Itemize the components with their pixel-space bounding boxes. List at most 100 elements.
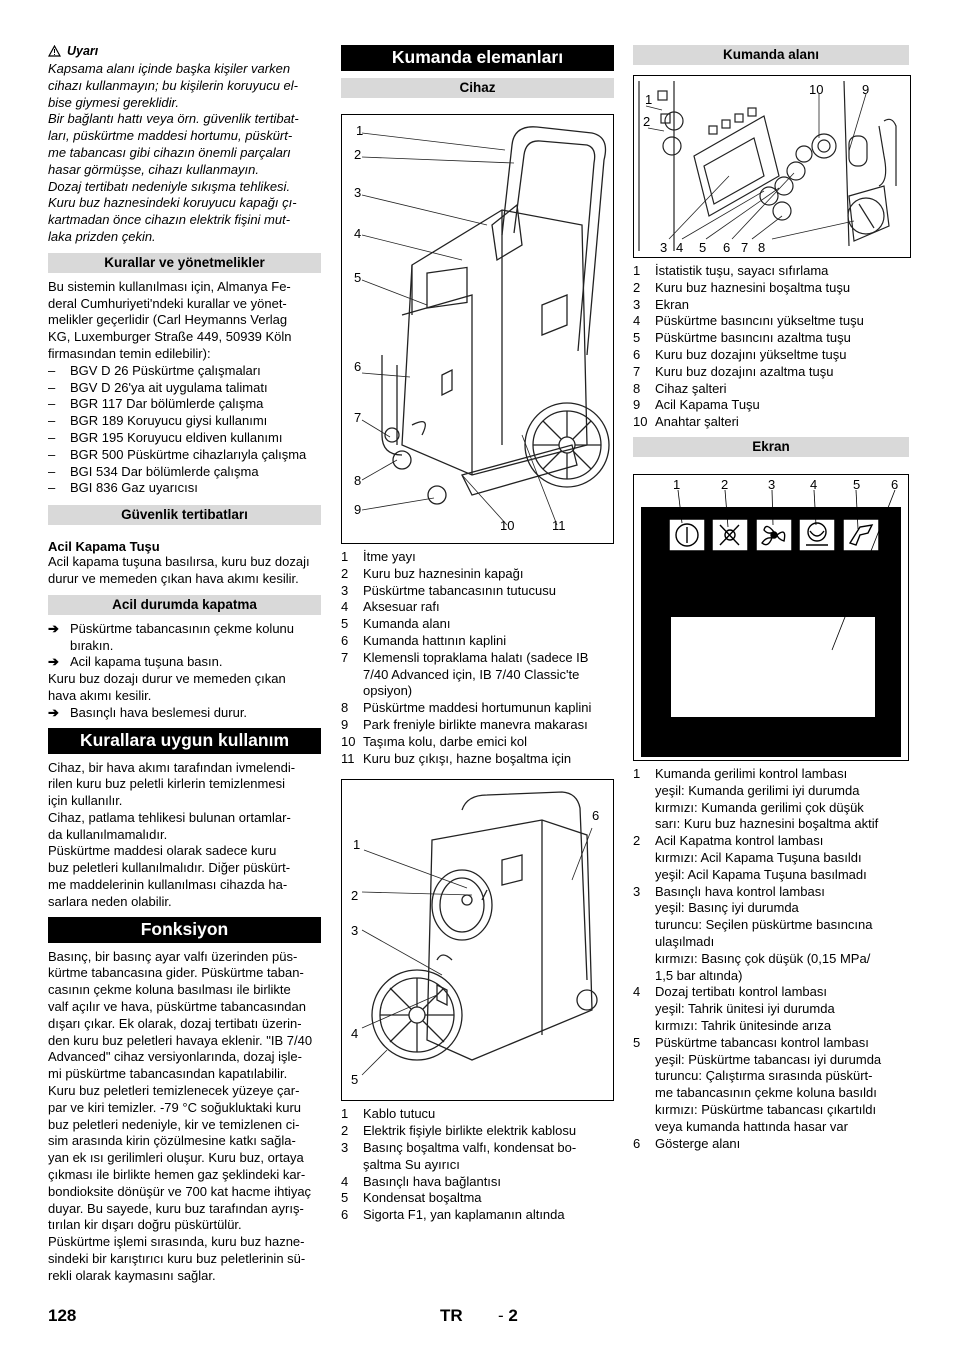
function-text: Basınç, bir basınç ayar valfı üzerinden …	[48, 949, 321, 1285]
screen-item-detail-text: yeşil: Kumanda gerilimi iyi durumda	[655, 782, 860, 798]
screen-item-detail: 1,5 bar altında)	[633, 968, 909, 985]
screen-item-detail-text: kırmızı: Kumanda gerilimi çok düşük	[655, 799, 864, 815]
rules-list-text: BGR 500 Püskürtme cihazlarıyla çalışma	[70, 446, 307, 462]
proper-use-line: Cihaz, bir hava akımı tarafından ivmelen…	[48, 759, 296, 775]
function-line: kürtme tabancasına gider. Püskürtme taba…	[48, 965, 304, 981]
device-front-drawing	[361, 126, 610, 526]
rules-list-text: BGV D 26 Püskürtme çalışmaları	[70, 362, 261, 378]
panel-label-1: 1	[645, 92, 653, 107]
panel-label-9: 9	[862, 82, 870, 97]
device-front-figure: 1 2 3 4 5 6 7 8 9 10 11	[341, 114, 614, 544]
proper-use-line: buz peletleri kullanılmalıdır. Diğer püs…	[48, 860, 291, 876]
device-rear-part-number: 6	[341, 1207, 349, 1223]
device-part-number: 8	[341, 700, 349, 716]
language-code: TR	[440, 1306, 463, 1325]
rules-list-text: BGI 836 Gaz uyarıcısı	[70, 480, 198, 496]
device-rear-part-line: şaltma Su ayırıcı	[363, 1156, 460, 1172]
panel-label-7: 7	[741, 240, 749, 255]
device-rear-part-text: Kablo tutucu	[363, 1106, 435, 1123]
function-line: dışarı çıkar. Ek olarak, dozaj tertibatı…	[48, 1015, 302, 1031]
arrow-icon: ➔	[48, 620, 59, 636]
function-line: mi püskürtme tabancasından kapatılabilir…	[48, 1066, 288, 1082]
proper-use-line: Cihaz, patlama tehlikesi bulunan ortamla…	[48, 809, 291, 825]
screen-item-detail: veya kumanda hattında hasar var	[633, 1119, 909, 1136]
device-part-number: 4	[341, 599, 349, 615]
device-part-text: Kumanda hattının kaplini	[363, 633, 506, 650]
rules-list-item: –BGI 534 Dar bölümlerde çalışma	[48, 464, 321, 481]
function-line: sindeki bir karıştırıcı kuru buz peletle…	[48, 1251, 306, 1267]
rules-intro-line: firmasından temin edilebilir):	[48, 345, 211, 361]
screen-item-detail-text: kırmızı: Püskürtme tabancası çıkartıldı	[655, 1101, 877, 1117]
proper-use-line: rilen kuru buz peletli kirlerin temizlen…	[48, 776, 285, 792]
panel-heading: Kumanda alanı	[633, 45, 909, 65]
device-part-text: Püskürtme tabancasının tutucusu	[363, 583, 556, 600]
screen-item-text: Püskürtme tabancası kontrol lambası	[655, 1034, 869, 1050]
proper-use-text: Cihaz, bir hava akımı tarafından ivmelen…	[48, 760, 321, 911]
panel-item-text: Püskürtme basıncını azaltma tuşu	[655, 330, 851, 347]
safety-heading: Güvenlik tertibatları	[48, 505, 321, 526]
rules-list-text: BGR 189 Koruyucu giysi kullanımı	[70, 413, 268, 429]
screen-item-text: Basınçlı hava kontrol lambası	[655, 883, 825, 899]
panel-item-line: Kuru buz dozajını azaltma tuşu	[655, 363, 834, 379]
dash-bullet: –	[48, 396, 56, 412]
screen-item-text: Dozaj tertibatı kontrol lambası	[655, 984, 827, 1000]
controls-heading: Kumanda elemanları	[341, 45, 614, 71]
rules-list-text: BGR 195 Koruyucu eldiven kullanımı	[70, 429, 283, 445]
device-rear-part-number: 2	[341, 1123, 349, 1139]
panel-label-2: 2	[643, 114, 651, 129]
screen-item-number: 4	[633, 984, 641, 1000]
panel-item-number: 2	[633, 279, 641, 295]
dash-bullet: –	[48, 362, 56, 378]
screen-figure: 1 2 3 4 5 6	[633, 473, 909, 761]
rules-list-text: BGI 534 Dar bölümlerde çalışma	[70, 463, 259, 479]
screen-label-6: 6	[891, 476, 899, 492]
dash-bullet: –	[48, 463, 56, 479]
screen-item-detail: yeşil: Basınç iyi durumda	[633, 900, 909, 917]
device-rear-part-number: 4	[341, 1173, 349, 1189]
control-panel-figure: 1 2 10 9 3 4 5 6 7 8	[633, 75, 911, 258]
rules-list-item: –BGR 117 Dar bölümlerde çalışma	[48, 396, 321, 413]
fig2-label-1: 1	[353, 837, 361, 853]
fig1-label-4: 4	[354, 226, 362, 241]
panel-item-line: İstatistik tuşu, sayacı sıfırlama	[655, 263, 829, 278]
screen-item-detail: kırmızı: Basınç çok düşük (0,15 MPa/	[633, 951, 909, 968]
device-part-number: 9	[341, 716, 349, 732]
device-heading: Cihaz	[341, 78, 614, 98]
function-line: casının çekme koluna basılması ile birli…	[48, 982, 291, 998]
device-part-line: opsiyon)	[363, 683, 413, 699]
function-line: çıkması ile birlikte hemen gaz şeklindek…	[48, 1167, 306, 1183]
screen-item-number: 1	[633, 765, 641, 781]
fig2-label-5: 5	[351, 1072, 359, 1088]
device-part-line: Püskürtme tabancasının tutucusu	[363, 582, 556, 598]
emergency-step-text: Acil kapama tuşuna basın.	[70, 654, 222, 671]
function-heading: Fonksiyon	[48, 916, 321, 943]
panel-label-4: 4	[676, 240, 684, 255]
device-rear-part-line: Basınçlı hava bağlantısı	[363, 1173, 502, 1189]
device-rear-part-line: Basınç boşaltma valfı, kondensat bo-	[363, 1139, 577, 1155]
fig2-label-2: 2	[351, 888, 359, 904]
proper-use-heading: Kurallara uygun kullanım	[48, 727, 321, 754]
device-part-text: Kuru buz çıkışı, hazne boşaltma için	[363, 751, 571, 768]
screen-label-4: 4	[810, 476, 818, 492]
panel-item-line: Kuru buz dozajını yükseltme tuşu	[655, 346, 847, 362]
panel-label-3: 3	[660, 240, 668, 255]
device-part-text: Püskürtme maddesi hortumunun kaplini	[363, 700, 591, 717]
screen-item-detail: yeşil: Püskürtme tabancası iyi durumda	[633, 1052, 909, 1069]
